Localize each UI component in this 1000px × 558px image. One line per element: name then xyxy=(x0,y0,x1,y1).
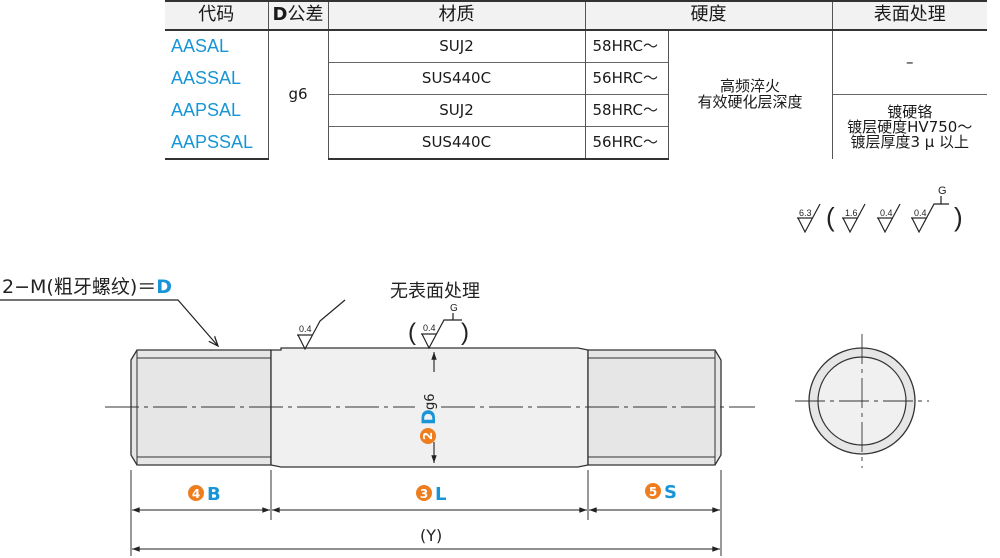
paren-open: ( xyxy=(826,202,835,232)
tolerance-cell: g6 xyxy=(267,30,328,159)
table-row: AAPSAL SUJ2 58HRC〜 镀硬铬 镀层硬度HV750〜 镀层厚度3 … xyxy=(165,94,987,159)
chrome-line-1: 镀硬铬 xyxy=(887,102,933,121)
code-cell: AASSAL xyxy=(171,68,242,89)
roughness-0-4-grind-label: 0.4 xyxy=(914,208,927,218)
material-cell: SUS440C xyxy=(327,62,585,95)
paren-close: ) xyxy=(954,202,963,232)
roughness-0-4-grind-symbol: 0.4 G xyxy=(911,185,949,234)
dim-overall-y: (Y) xyxy=(420,526,442,545)
roughness-1-6-symbol: 1.6 xyxy=(842,203,866,234)
hrc-cell: 58HRC〜 xyxy=(584,30,668,63)
code-cell: AAPSAL xyxy=(171,100,242,121)
dim-b-number: 4 xyxy=(192,487,200,501)
hardening-line-2: 有效硬化层深度 xyxy=(697,93,803,111)
table-row: AAPSSAL SUS440C 56HRC〜 xyxy=(165,126,987,160)
table-header-row: 代码 D公差 材质 硬度 表面处理 xyxy=(165,0,987,31)
surface-none-cell: – xyxy=(831,30,987,95)
code-cell: AAPSSAL xyxy=(165,126,268,160)
header-tolerance-text: 公差 xyxy=(287,4,324,26)
header-hardness: 硬度 xyxy=(584,0,832,31)
length-dimensions: 4 B 3 L 5 S (Y) xyxy=(132,482,721,552)
hrc-cell: 56HRC〜 xyxy=(584,62,668,95)
end-view xyxy=(795,334,929,468)
grind-g-label: G xyxy=(938,185,947,197)
roughness-0-4-label: 0.4 xyxy=(880,208,893,218)
roughness-6-3-label: 6.3 xyxy=(799,208,812,218)
header-code: 代码 xyxy=(165,0,268,31)
dim-l-letter: L xyxy=(435,484,446,505)
material-cell: SUJ2 xyxy=(327,94,585,127)
header-d-letter: D xyxy=(272,4,288,26)
dim-d-tolerance: g6 xyxy=(423,393,438,410)
shaft-grind-g-label: G xyxy=(450,303,458,314)
hrc-cell: 58HRC〜 xyxy=(584,94,668,127)
material-cell: SUJ2 xyxy=(327,30,585,63)
shaft-roughness-group: 0.4 ( 0.4 G ) xyxy=(297,299,469,351)
dim-l-number: 3 xyxy=(420,487,428,501)
shaft-roughness-grind-symbol: 0.4 G xyxy=(421,303,462,350)
shaft-roughness-label: 0.4 xyxy=(299,324,312,334)
dim-d-letter: D xyxy=(418,409,440,425)
no-surface-treatment-label: 无表面处理 xyxy=(390,281,480,302)
dim-s-letter: S xyxy=(664,482,677,503)
roughness-6-3-symbol: 6.3 xyxy=(797,203,821,234)
paren-close-2: ) xyxy=(461,319,469,346)
material-cell: SUS440C xyxy=(327,126,585,160)
spec-table: 代码 D公差 材质 硬度 表面处理 AASAL g6 SUJ2 58HRC〜 高… xyxy=(165,0,987,160)
table-row: AASAL g6 SUJ2 58HRC〜 高频淬火 有效硬化层深度 – xyxy=(165,30,987,159)
dim-l-marker xyxy=(416,485,432,501)
dim-s-marker xyxy=(645,483,661,499)
shaft-body xyxy=(130,347,722,468)
header-d-tolerance: D公差 xyxy=(267,0,328,31)
dim-d-number: 2 xyxy=(421,432,435,440)
dim-s-number: 5 xyxy=(649,485,657,499)
thread-label: 2−M(粗牙螺纹)＝D xyxy=(2,276,172,298)
table-row: AASSAL SUS440C 56HRC〜 xyxy=(165,62,987,95)
diameter-dimension: 2 D g6 xyxy=(415,352,441,463)
general-roughness-group: 6.3 ( 1.6 0.4 0.4 G ) xyxy=(797,185,963,234)
shaft-roughness-symbol: 0.4 xyxy=(297,299,346,351)
roughness-1-6-label: 1.6 xyxy=(845,208,858,218)
code-cell: AASAL xyxy=(171,36,230,57)
hardening-cell: 高频淬火 有效硬化层深度 xyxy=(667,30,832,159)
header-material: 材质 xyxy=(327,0,585,31)
dim-b-marker xyxy=(188,485,204,501)
dim-d-marker xyxy=(420,428,436,444)
dim-b-letter: B xyxy=(207,484,221,505)
paren-open-2: ( xyxy=(408,319,416,346)
shaft-roughness-grind-label: 0.4 xyxy=(423,323,436,333)
header-surface: 表面处理 xyxy=(831,0,987,31)
roughness-0-4-symbol: 0.4 xyxy=(877,203,901,234)
surface-chrome-cell: 镀硬铬 镀层硬度HV750〜 镀层厚度3 μ 以上 xyxy=(831,94,987,159)
extension-lines xyxy=(130,470,722,556)
chrome-line-2: 镀层硬度HV750〜 xyxy=(847,117,973,136)
hardening-line-1: 高频淬火 xyxy=(719,77,780,96)
thread-callout: 2−M(粗牙螺纹)＝D xyxy=(0,276,220,348)
chrome-line-3: 镀层厚度3 μ 以上 xyxy=(850,132,970,151)
hrc-cell: 56HRC〜 xyxy=(584,126,668,160)
